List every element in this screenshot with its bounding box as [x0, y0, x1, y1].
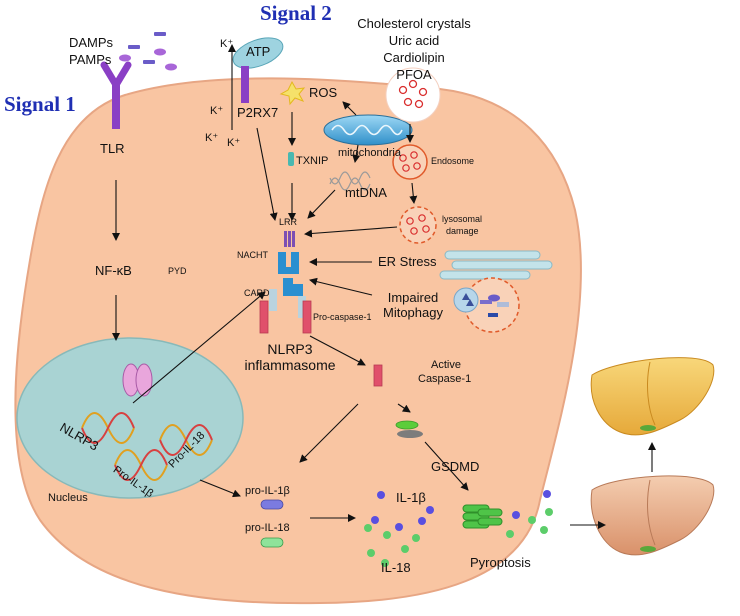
cytokine-dots: [364, 490, 553, 567]
tlr-label: TLR: [100, 141, 125, 156]
arrow-mitophagy-nacht: [309, 277, 373, 296]
mtdna-label: mtDNA: [345, 185, 387, 200]
lysosomal-label: lysosomal: [442, 214, 483, 224]
il1b-label: IL-1β: [396, 490, 426, 505]
lysosome-icon: [399, 206, 437, 244]
nlrp3-inflammasome-structure: [259, 231, 312, 334]
gsdmd-pore: [462, 504, 503, 529]
arrow-mito-mtdna: [352, 144, 361, 163]
arrow-mito-ros: [342, 101, 357, 116]
p2rx7-label: P2RX7: [237, 105, 279, 120]
pro-il1b-pill: [260, 499, 284, 510]
pfoa-particles: [385, 67, 441, 123]
ros-label: ROS: [309, 85, 338, 100]
k-plus-label-mid: K⁺: [210, 105, 224, 117]
impaired-label: Impaired: [387, 290, 439, 305]
card-label: CARD: [244, 288, 270, 298]
damage-label: damage: [446, 226, 479, 236]
ros-star: [279, 80, 306, 106]
nfkb-label: NF-κB: [95, 263, 132, 278]
caspase1-label: Caspase-1: [418, 373, 472, 385]
k-plus-label-top: K⁺: [220, 38, 234, 50]
liver-damaged: [590, 475, 715, 556]
nacht-label: NACHT: [237, 250, 268, 260]
nlrp3-inflammasome-label-2: inflammasome: [244, 357, 336, 373]
pro-il18-pill: [260, 537, 284, 548]
il18-label: IL-18: [381, 560, 411, 575]
pro-il18-label: pro-IL-18: [245, 522, 290, 534]
liver-healthy: [590, 357, 715, 436]
arrow-endosome-lysosome: [409, 182, 418, 204]
endosome-label: Endosome: [431, 156, 475, 166]
damps-pamps-icons: [119, 32, 177, 71]
trigger-4-label: PFOA: [396, 67, 432, 82]
arrow-nucleus-card: [132, 291, 266, 404]
gsdmd-icon: [395, 420, 423, 438]
mitophagy-icon: [453, 277, 520, 333]
txnip-label: TXNIP: [296, 155, 329, 167]
er-membranes: [439, 250, 553, 280]
gsdmd-label: GSDMD: [431, 459, 480, 474]
p2rx7-channel: [241, 66, 249, 103]
nucleus-label: Nucleus: [48, 492, 88, 504]
active-label: Active: [431, 359, 461, 371]
pamps-label: PAMPs: [69, 52, 112, 67]
tlr-receptor: [100, 61, 132, 129]
arrow-gene-proil: [199, 479, 241, 498]
active-caspase1-icon: [373, 364, 383, 387]
arrow-gsdmd-pore: [424, 441, 469, 491]
signal-1-label: Signal 1: [4, 92, 76, 116]
arrow-casp-proil: [299, 403, 359, 463]
signal-2-label: Signal 2: [260, 1, 332, 25]
pro-caspase1-label: Pro-caspase-1: [313, 312, 372, 322]
mitochondria-icon: [323, 114, 413, 146]
arrow-lysosome-nacht: [304, 226, 398, 238]
arrow-casp-gsdmd: [397, 403, 411, 413]
pro-il1b-label: pro-IL-1β: [245, 485, 290, 497]
k-plus-label-low-right: K⁺: [227, 137, 241, 149]
trigger-2-label: Uric acid: [388, 33, 440, 48]
atp-molecule: [232, 37, 284, 69]
trigger-3-label: Cardiolipin: [383, 50, 445, 65]
arrow-p2rx7-lrr: [256, 127, 278, 221]
er-stress-label: ER Stress: [378, 254, 437, 269]
dna-helices: [81, 412, 213, 481]
k-plus-label-low-left: K⁺: [205, 132, 219, 144]
trigger-1-label: Cholesterol crystals: [357, 16, 471, 31]
nlrp3-receptor-ovals: [122, 363, 153, 397]
nlrp3-inflammasome-label-1: NLRP3: [267, 341, 313, 357]
arrow-mtdna-lrr: [307, 189, 336, 219]
pyroptosis-label: Pyroptosis: [470, 555, 531, 570]
mitophagy-label: Mitophagy: [383, 305, 443, 320]
mtdna-icon: [329, 171, 371, 191]
damps-label: DAMPs: [69, 35, 114, 50]
endosome-icon: [392, 144, 428, 180]
mitochondria-label: mitochondria: [338, 147, 401, 159]
txnip-icon: [288, 152, 294, 166]
pyd-label: PYD: [168, 266, 187, 276]
arrow-procasp-active: [309, 335, 366, 366]
atp-label: ATP: [246, 44, 271, 59]
lrr-label: LRR: [279, 217, 298, 227]
